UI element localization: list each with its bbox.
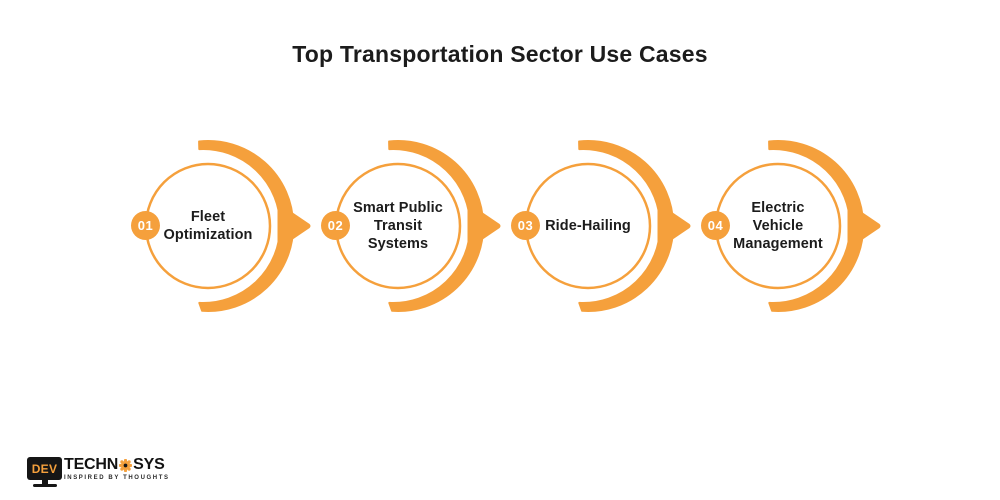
- step-number-badge: 03: [511, 211, 540, 240]
- use-case-item-2: 02 Smart Public Transit Systems: [288, 126, 508, 326]
- arrow-right-icon: [657, 204, 691, 248]
- use-case-label: Ride-Hailing: [545, 218, 631, 234]
- arrow-right-icon: [847, 204, 881, 248]
- crescent-arc-graphic: [524, 140, 691, 313]
- arrow-right-icon: [277, 204, 311, 248]
- crescent-arc-graphic: [334, 140, 501, 313]
- use-case-label: Fleet Optimization: [163, 209, 253, 243]
- crescent-arc-graphic: [714, 140, 881, 313]
- use-case-label: Electric Vehicle Management: [733, 200, 823, 252]
- logo-monitor-text: DEV: [31, 461, 58, 476]
- step-number-badge: 04: [701, 211, 730, 240]
- use-case-item-1: 01 Fleet Optimization: [98, 126, 318, 326]
- use-case-item-3: 03 Ride-Hailing: [478, 126, 698, 326]
- gear-icon: [119, 458, 133, 472]
- use-case-label: Smart Public Transit Systems: [353, 200, 443, 252]
- logo-brand-suffix: SYS: [133, 456, 165, 473]
- monitor-stand-base: [32, 484, 57, 487]
- dev-technosys-logo: DEV TECHN SYS INSPIRED B: [27, 457, 170, 488]
- monitor-icon: DEV: [27, 457, 62, 488]
- step-number-badge: 01: [131, 211, 160, 240]
- page-title: Top Transportation Sector Use Cases: [292, 41, 708, 67]
- arrow-right-icon: [467, 204, 501, 248]
- monitor-stand-neck: [41, 480, 48, 484]
- use-case-item-4: 04 Electric Vehicle Management: [668, 126, 888, 326]
- logo-brand-prefix: TECHN: [64, 456, 119, 473]
- logo-tagline: INSPIRED BY THOUGHTS: [64, 475, 170, 481]
- step-number-badge: 02: [321, 211, 350, 240]
